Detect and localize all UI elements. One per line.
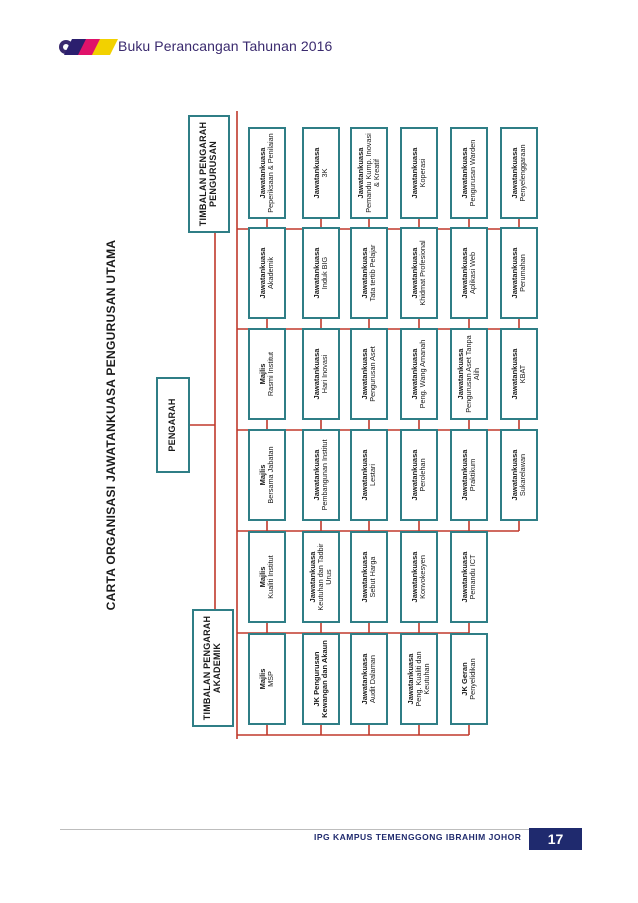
footer-institution: IPG KAMPUS TEMENGGONG IBRAHIM JOHOR bbox=[314, 832, 522, 842]
committee-box-3-4-subtitle: Perolehan bbox=[418, 458, 428, 492]
committee-box-6-3-subtitle: Pemandu Kump. Inovasi & Kreatif bbox=[364, 133, 382, 213]
committee-box-1-2-title: JK Pengurusan Kewangan dan Akaun bbox=[311, 640, 329, 718]
committee-box-4-6-subtitle: KBAT bbox=[518, 364, 528, 384]
committee-box-6-6-subtitle: Penyelenggaraan bbox=[518, 144, 528, 202]
committee-box-6-2-subtitle: 3K bbox=[320, 168, 330, 178]
committee-box-3-2-subtitle: Pembangunan Institut bbox=[320, 439, 330, 511]
committee-box-3-3-subtitle: Lestari bbox=[368, 464, 378, 486]
committee-box-1-5-subtitle: Penyelidikan bbox=[468, 658, 478, 700]
committee-box-2-4-subtitle: Konvokesyen bbox=[418, 555, 428, 599]
committee-box-5-4-subtitle: Khidmat Profesional bbox=[418, 240, 428, 306]
page-number: 17 bbox=[529, 828, 582, 850]
committee-box-6-5-subtitle: Pengurusan Warden bbox=[468, 139, 478, 207]
committee-box-3-1-subtitle: Bersama Jabatan bbox=[266, 446, 276, 504]
committee-box-2-2-subtitle: Keutuhan dan Tadbir Urus bbox=[316, 543, 334, 611]
chart-title: CARTA ORGANISASI JAWATANKUASA PENGURUSAN… bbox=[104, 239, 118, 611]
committee-box-2-1-subtitle: Kualiti Institut bbox=[266, 555, 276, 599]
timbalan-pengurusan-box-title: TIMBALAN PENGARAH PENGURUSAN bbox=[198, 121, 218, 227]
committee-box-1-4-subtitle: Peng. Kualiti dan Keutuhan bbox=[414, 651, 432, 707]
committee-box-5-5-subtitle: Aplikasi Web bbox=[468, 251, 478, 295]
timbalan-pengurusan-box: TIMBALAN PENGARAH PENGURUSAN bbox=[188, 115, 230, 233]
committee-box-6-4-subtitle: Koperasi bbox=[418, 158, 428, 188]
committee-box-2-5-subtitle: Pemandu ICT bbox=[468, 554, 478, 600]
header-logo-banner bbox=[59, 39, 118, 55]
committee-box-5-3-subtitle: Tata tertib Pelajar bbox=[368, 244, 378, 302]
timbalan-akademik-box-title: TIMBALAN PENGARAH AKADEMIK bbox=[202, 615, 222, 721]
committee-box-5-6-subtitle: Perumahan bbox=[518, 254, 528, 292]
committee-box-4-3-subtitle: Pengurusan Aset bbox=[368, 346, 378, 402]
pengarah-box-title: PENGARAH bbox=[167, 398, 178, 452]
committee-box-1-1-subtitle: MSP bbox=[266, 671, 276, 687]
committee-box-2-3-subtitle: Sebut Harga bbox=[368, 556, 378, 598]
committee-box-5-2-subtitle: Induk BIG bbox=[320, 256, 330, 290]
committee-box-1-3-subtitle: Audit Dalaman bbox=[368, 655, 378, 703]
header-title: Buku Perancangan Tahunan 2016 bbox=[118, 38, 333, 54]
committee-box-3-6-subtitle: Sukarelawan bbox=[518, 453, 528, 497]
committee-box-4-4-subtitle: Peng. Wang Amanah bbox=[418, 339, 428, 409]
org-chart-rotated: CARTA ORGANISASI JAWATANKUASA PENGURUSAN… bbox=[100, 105, 570, 745]
committee-box-1-2: JK Pengurusan Kewangan dan Akaun bbox=[302, 633, 340, 725]
committee-box-4-1-subtitle: Rasmi Institut bbox=[266, 351, 276, 397]
committee-box-4-5-subtitle: Pengurusan Aset Tanpa Alih bbox=[464, 335, 482, 413]
footer-rule bbox=[60, 829, 580, 830]
committee-box-3-5-subtitle: Praktikum bbox=[468, 458, 478, 492]
committee-box-5-1-subtitle: Akademik bbox=[266, 256, 276, 290]
committee-box-6-1-subtitle: Peperiksaan & Penilaian bbox=[266, 133, 276, 213]
pengarah-box: PENGARAH bbox=[156, 377, 190, 473]
committee-box-4-2-subtitle: Hari Inovasi bbox=[320, 354, 330, 394]
timbalan-akademik-box: TIMBALAN PENGARAH AKADEMIK bbox=[192, 609, 234, 727]
